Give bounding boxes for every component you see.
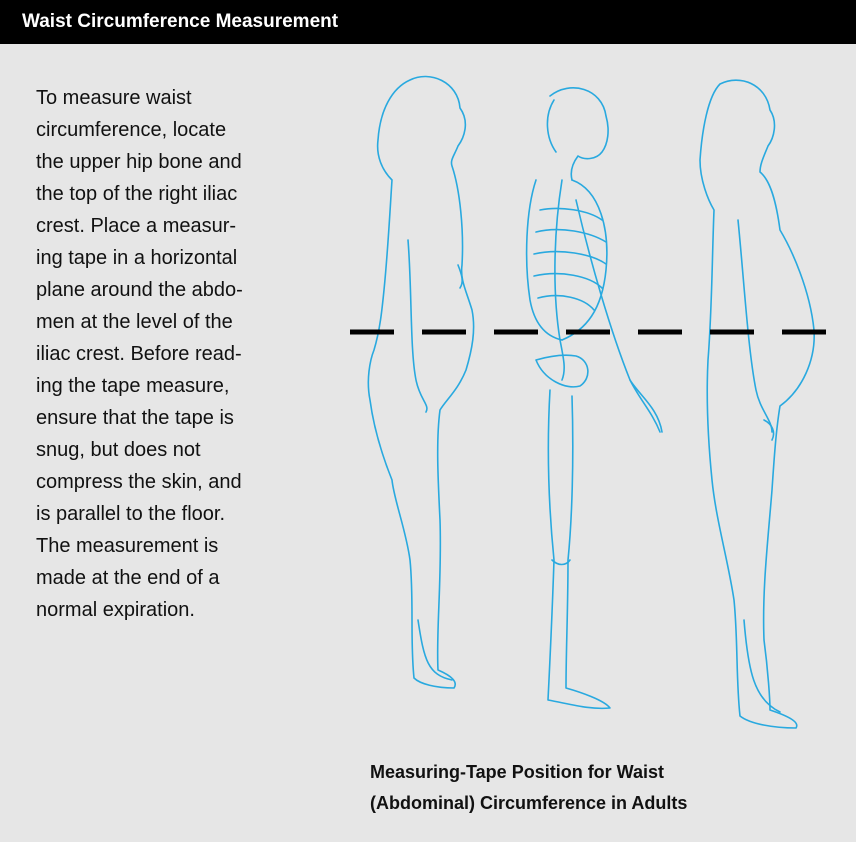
body-text: To measure waist circumference, locate t…: [36, 82, 326, 626]
body-line: men at the level of the: [36, 306, 326, 338]
body-line: ing the tape measure,: [36, 370, 326, 402]
body-figures-illustration: [340, 60, 840, 740]
caption-line: (Abdominal) Circumference in Adults: [370, 788, 830, 819]
body-line: The measurement is: [36, 530, 326, 562]
body-line: iliac crest. Before read-: [36, 338, 326, 370]
body-line: the top of the right iliac: [36, 178, 326, 210]
skeleton-figure: [527, 88, 662, 709]
male-figure: [700, 80, 814, 728]
body-line: compress the skin, and: [36, 466, 326, 498]
caption-line: Measuring-Tape Position for Waist: [370, 757, 830, 788]
body-line: normal expiration.: [36, 594, 326, 626]
body-line: circumference, locate: [36, 114, 326, 146]
panel-header: Waist Circumference Measurement: [0, 0, 856, 44]
body-line: crest. Place a measur-: [36, 210, 326, 242]
figure-caption: Measuring-Tape Position for Waist (Abdom…: [370, 757, 830, 819]
body-line: ing tape in a horizontal: [36, 242, 326, 274]
body-line: the upper hip bone and: [36, 146, 326, 178]
body-line: is parallel to the floor.: [36, 498, 326, 530]
body-line: plane around the abdo-: [36, 274, 326, 306]
body-line: snug, but does not: [36, 434, 326, 466]
body-line: To measure waist: [36, 82, 326, 114]
female-figure: [368, 76, 473, 688]
body-line: ensure that the tape is: [36, 402, 326, 434]
body-line: made at the end of a: [36, 562, 326, 594]
